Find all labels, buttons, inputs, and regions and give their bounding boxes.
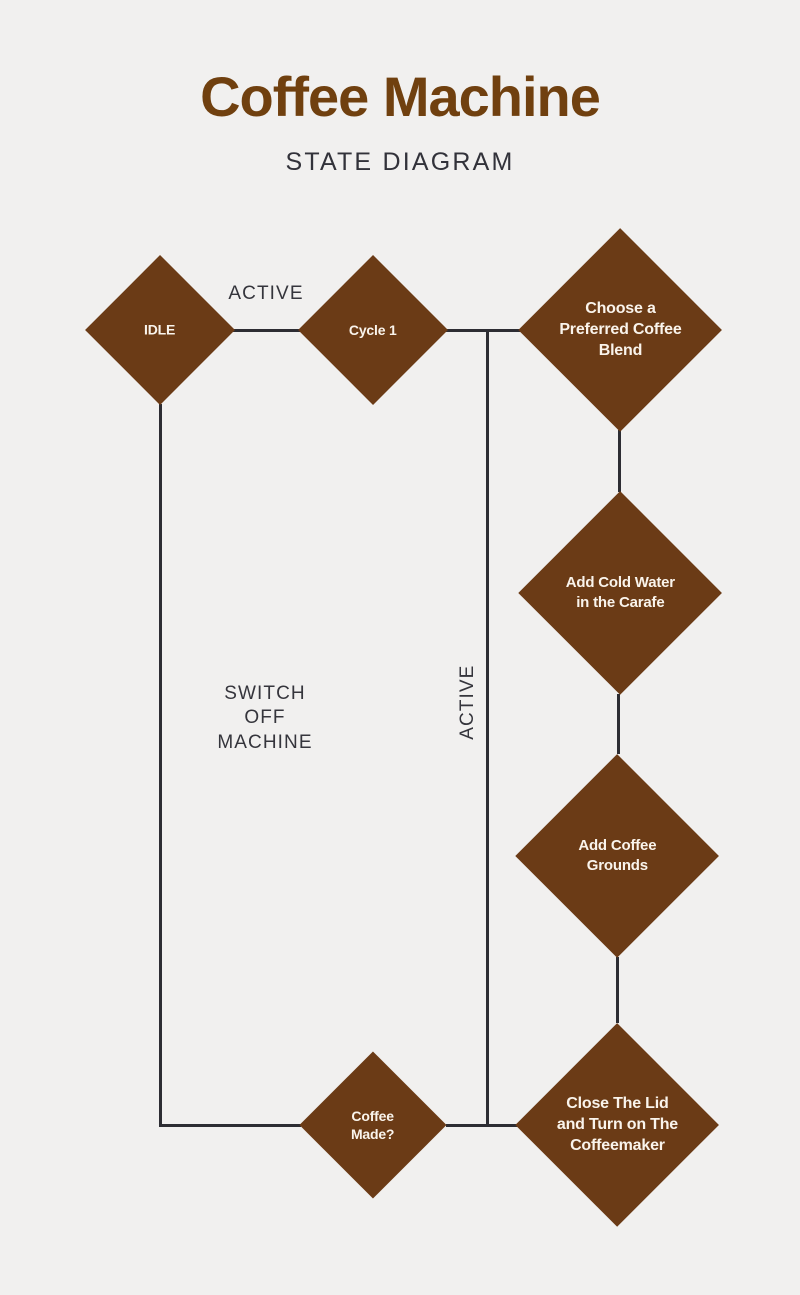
node-coffee-made-label: Coffee Made?: [351, 1107, 395, 1142]
edge-made-to-idle-horizontal: [159, 1124, 301, 1127]
edge-label-active-vertical: ACTIVE: [456, 664, 478, 740]
edge-lid-to-made: [446, 1124, 518, 1127]
node-idle-label: IDLE: [144, 321, 176, 338]
edge-grounds-to-lid: [616, 957, 619, 1023]
node-cycle1[interactable]: Cycle 1: [297, 254, 448, 405]
edge-water-to-grounds: [617, 694, 620, 754]
edge-idle-to-cycle1: [233, 329, 300, 332]
node-add-coffee-grounds[interactable]: Add Coffee Grounds: [515, 754, 719, 958]
node-choose-blend-label: Choose a Preferred Coffee Blend: [558, 300, 682, 360]
node-close-lid[interactable]: Close The Lid and Turn on The Coffeemake…: [515, 1023, 719, 1227]
node-choose-blend[interactable]: Choose a Preferred Coffee Blend: [518, 228, 722, 432]
node-idle[interactable]: IDLE: [84, 254, 235, 405]
node-add-cold-water-label: Add Cold Water in the Carafe: [565, 574, 675, 611]
page-subtitle: STATE DIAGRAM: [285, 148, 515, 176]
node-cycle1-label: Cycle 1: [349, 321, 397, 338]
edge-cycle1-to-made-vertical: [486, 329, 489, 1127]
node-add-cold-water[interactable]: Add Cold Water in the Carafe: [518, 491, 722, 695]
edge-cycle1-to-blend: [445, 329, 522, 332]
edge-label-active-top: ACTIVE: [228, 283, 304, 304]
node-add-coffee-grounds-label: Add Coffee Grounds: [577, 837, 656, 874]
page-title: Coffee Machine: [200, 65, 601, 128]
node-coffee-made[interactable]: Coffee Made?: [299, 1051, 447, 1199]
node-close-lid-label: Close The Lid and Turn on The Coffeemake…: [556, 1095, 678, 1155]
edge-blend-to-water: [618, 430, 621, 492]
edge-label-switch-off-machine: SWITCH OFF MACHINE: [217, 683, 313, 753]
edge-made-to-idle-vertical: [159, 404, 162, 1127]
